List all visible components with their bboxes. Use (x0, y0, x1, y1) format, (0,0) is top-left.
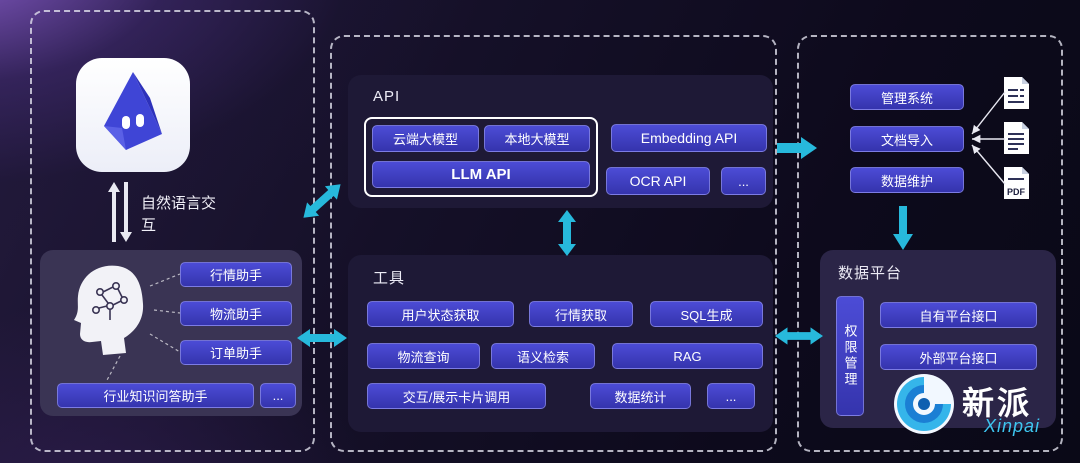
tool-data-stats-button[interactable]: 数据统计 (590, 383, 691, 409)
assistant-knowledge-qa-button[interactable]: 行业知识问答助手 (57, 383, 254, 408)
document-checklist-icon (1003, 76, 1030, 110)
docs-platform-arrow-icon (892, 206, 914, 250)
updown-arrow-icon (106, 182, 134, 242)
document-text-icon (1003, 121, 1030, 155)
assistant-logistics-button[interactable]: 物流助手 (180, 301, 292, 326)
tools-platform-arrow-icon (775, 325, 823, 347)
model-group-box (364, 117, 598, 197)
pdf-label: PDF (1007, 187, 1026, 197)
xinpai-logo-icon (892, 372, 956, 436)
assistant-market-button[interactable]: 行情助手 (180, 262, 292, 287)
data-maintenance-button[interactable]: 数据维护 (850, 167, 964, 193)
permission-management-button[interactable]: 权限管理 (836, 296, 864, 416)
data-platform-title: 数据平台 (838, 265, 903, 282)
api-tools-arrow-icon (556, 210, 578, 256)
api-panel-title: API (373, 88, 401, 105)
tool-rag-button[interactable]: RAG (612, 343, 763, 369)
tool-sql-gen-button[interactable]: SQL生成 (650, 301, 763, 327)
assistant-app-icon[interactable] (76, 58, 190, 172)
cloud-model-button[interactable]: 云端大模型 (372, 125, 479, 152)
external-platform-interface-button[interactable]: 外部平台接口 (880, 344, 1037, 370)
document-import-button[interactable]: 文档导入 (850, 126, 964, 152)
tool-semantic-search-button[interactable]: 语义检索 (491, 343, 595, 369)
interaction-label: 自然语言交互 (141, 195, 217, 234)
client-api-arrow-icon (295, 175, 348, 226)
own-platform-interface-button[interactable]: 自有平台接口 (880, 302, 1037, 328)
embedding-api-button[interactable]: Embedding API (611, 124, 767, 152)
api-management-arrow-icon (777, 136, 817, 160)
client-tools-arrow-icon (297, 327, 347, 349)
ai-head-icon (66, 262, 158, 362)
doc-import-arrows (971, 91, 1006, 185)
client-group-frame (30, 10, 315, 452)
assistant-order-button[interactable]: 订单助手 (180, 340, 292, 365)
local-model-button[interactable]: 本地大模型 (484, 125, 590, 152)
assistant-more-button[interactable]: ... (260, 383, 296, 408)
app-logo-icon (104, 72, 162, 150)
management-system-button[interactable]: 管理系统 (850, 84, 964, 110)
logo-name-en: Xinpai (984, 416, 1041, 436)
middleware-group-frame (330, 35, 777, 452)
tools-more-button[interactable]: ... (707, 383, 755, 409)
tool-logistics-query-button[interactable]: 物流查询 (367, 343, 480, 369)
logo-name-cn: 新派 (962, 385, 1033, 421)
tools-panel-title: 工具 (373, 270, 406, 287)
data-group-frame (797, 35, 1063, 452)
tool-market-fetch-button[interactable]: 行情获取 (529, 301, 633, 327)
tool-card-call-button[interactable]: 交互/展示卡片调用 (367, 383, 546, 409)
llm-api-button[interactable]: LLM API (372, 161, 590, 188)
document-pdf-icon: PDF (1003, 166, 1030, 200)
ocr-api-button[interactable]: OCR API (606, 167, 710, 195)
tool-user-status-button[interactable]: 用户状态获取 (367, 301, 514, 327)
api-more-button[interactable]: ... (721, 167, 766, 195)
